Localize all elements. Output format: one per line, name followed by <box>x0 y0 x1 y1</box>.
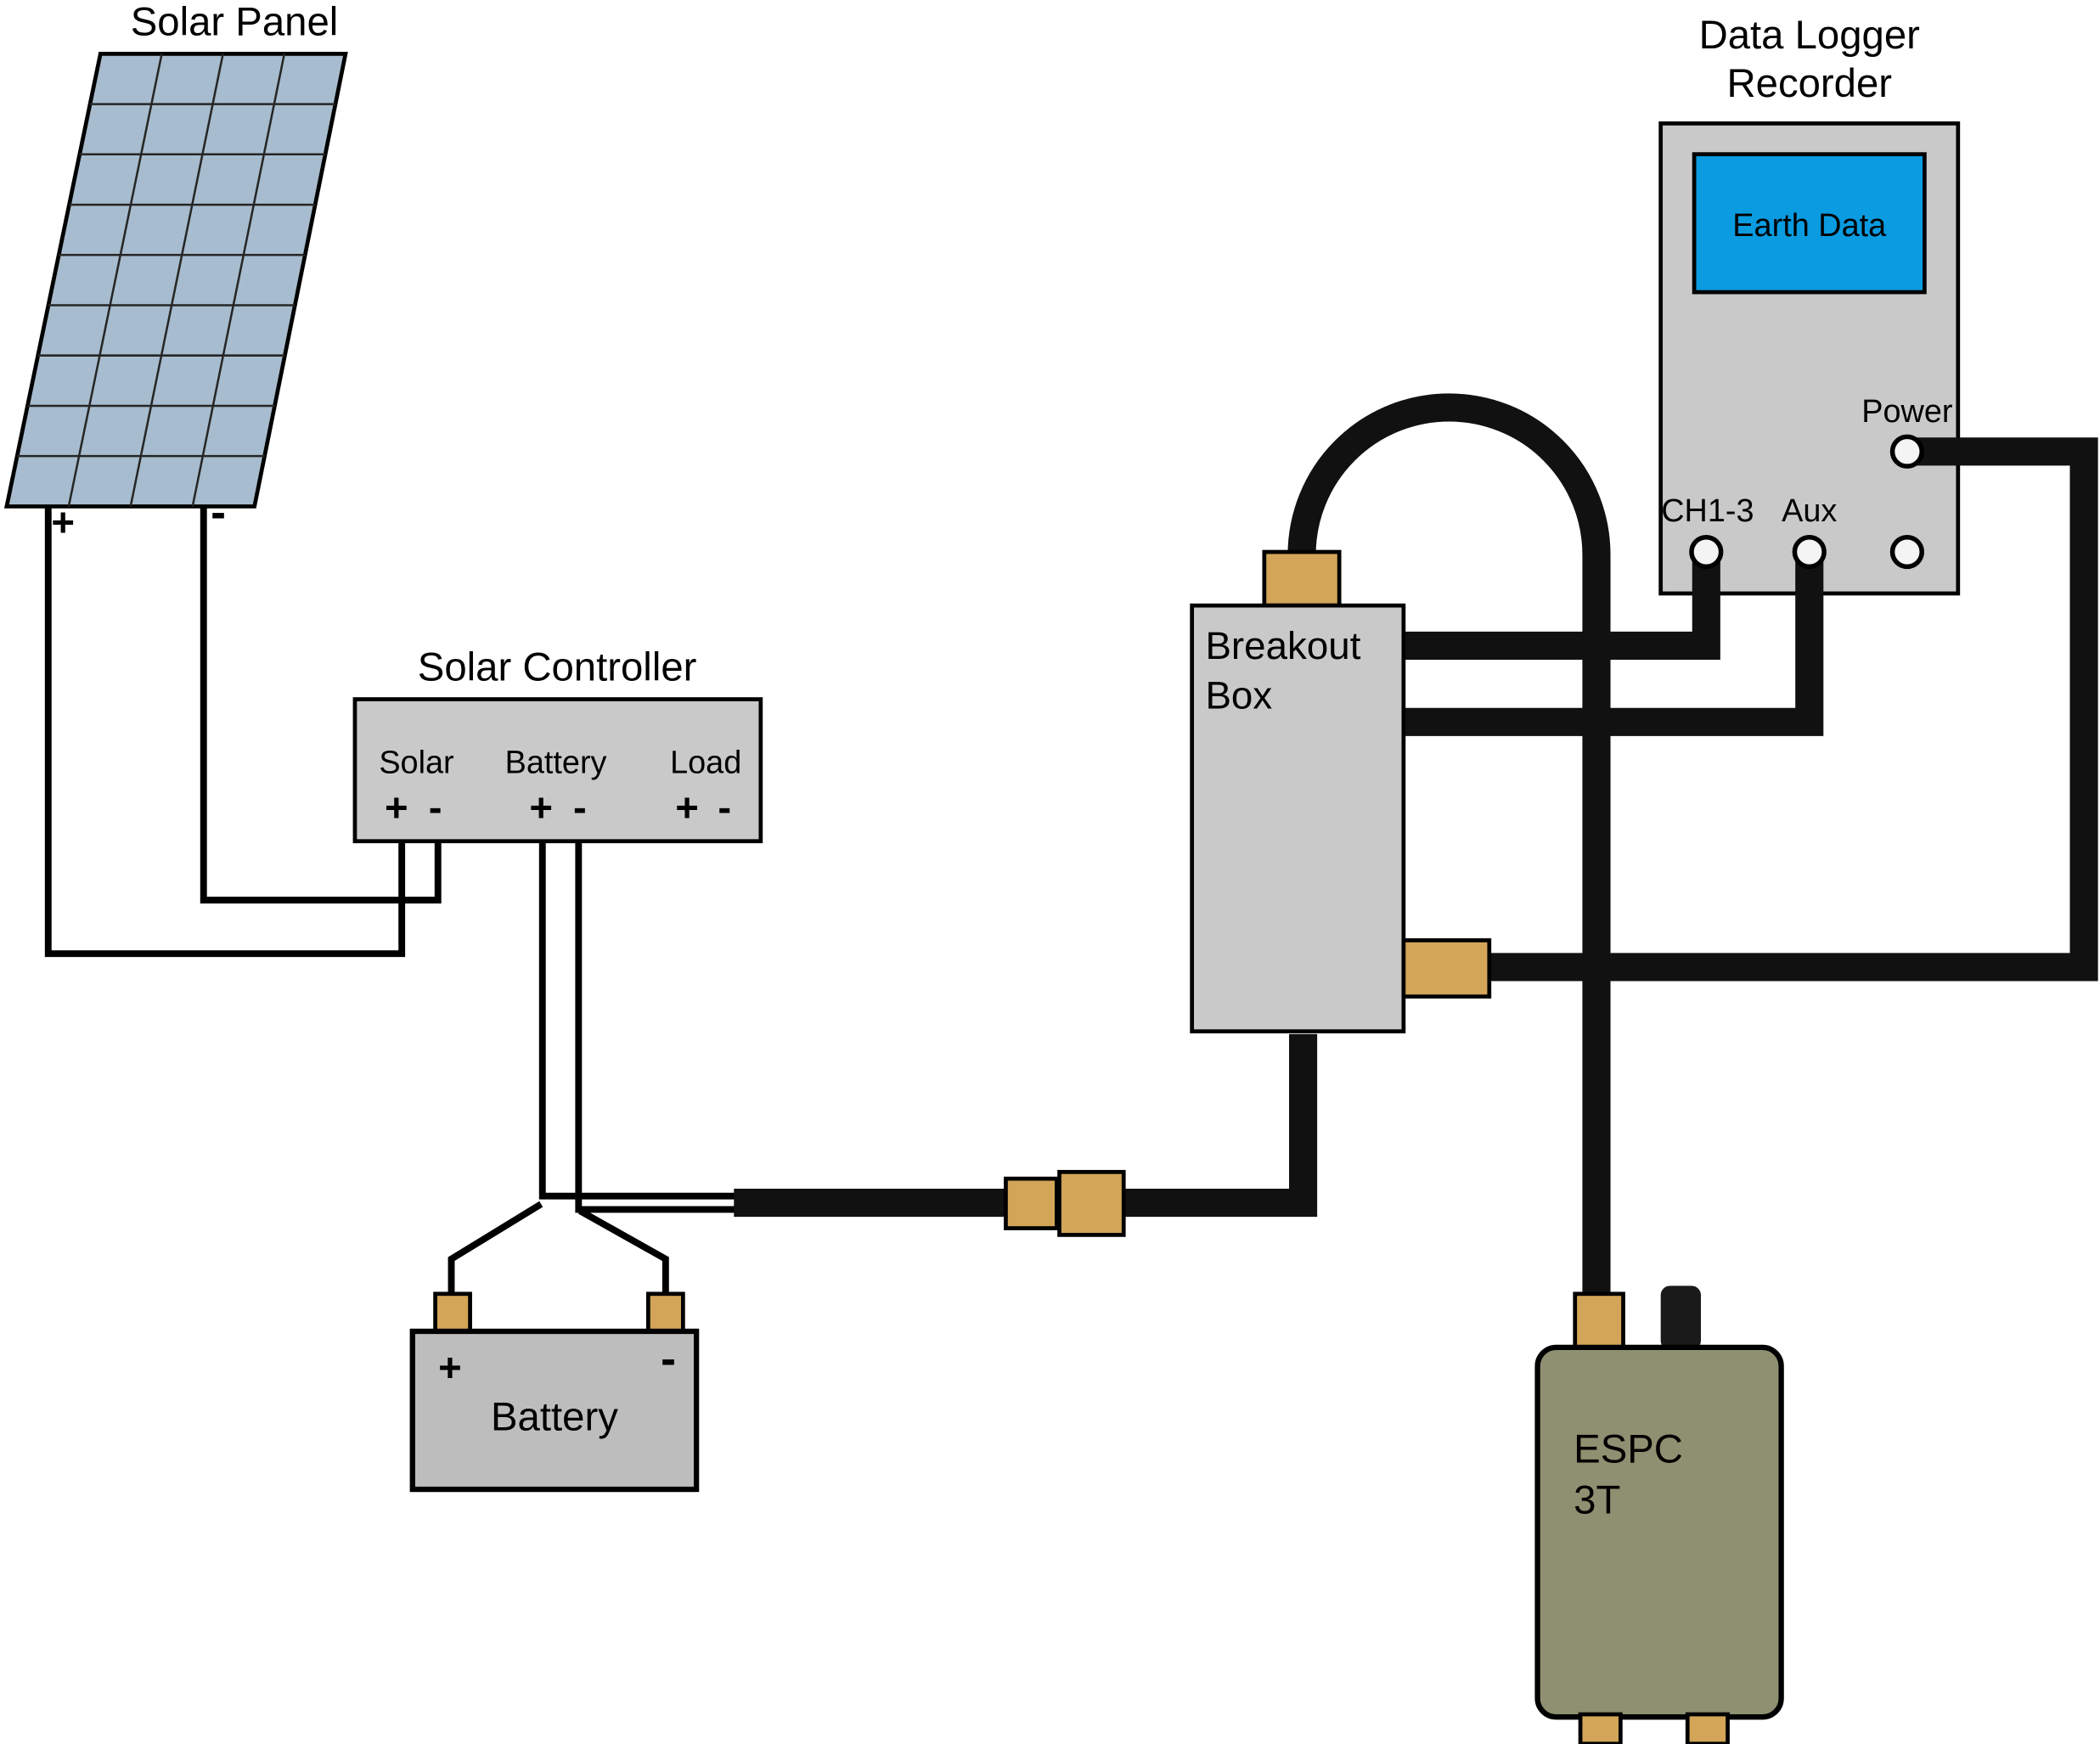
controller-load-plus: + <box>675 785 699 830</box>
controller-battery-label: Battery <box>505 745 607 780</box>
wire-solar-plus <box>44 506 406 958</box>
wire-battery-branch-plus <box>448 1201 543 1297</box>
breakout-title-line1: Breakout <box>1205 624 1360 667</box>
controller-solar-plus: + <box>385 785 408 830</box>
solar-panel-plus-label: + <box>51 500 75 545</box>
solar-controller: Solar Controller Solar Battery Load + - … <box>352 644 763 844</box>
data-logger: Data Logger Recorder Earth Data Power CH… <box>1658 13 1961 596</box>
data-logger-ch-label: CH1-3 <box>1661 493 1754 529</box>
battery: + - Battery <box>409 1291 700 1493</box>
controller-solar-label: Solar <box>379 745 453 780</box>
cable-battery-to-breakout <box>734 1033 1318 1218</box>
controller-load-minus: - <box>718 785 731 830</box>
data-logger-title-line1: Data Logger <box>1699 13 1920 58</box>
breakout-side-connector <box>1401 938 1492 999</box>
battery-terminal-plus <box>433 1291 472 1334</box>
breakout-box-body <box>1190 603 1406 1034</box>
data-logger-screen-label: Earth Data <box>1732 208 1887 244</box>
battery-terminal-minus <box>645 1291 685 1334</box>
breakout-box: Breakout Box <box>1190 549 1492 1034</box>
espc-label-line2: 3T <box>1574 1477 1620 1522</box>
wire-battery-branch-minus <box>577 1207 669 1297</box>
solar-panel: Solar Panel + - <box>3 0 348 545</box>
wire-controller-battery-plus <box>538 841 740 1200</box>
data-logger-title-line2: Recorder <box>1726 61 1892 106</box>
cable-aux-to-breakout <box>1403 549 1824 736</box>
solar-panel-title: Solar Panel <box>131 0 339 44</box>
data-logger-screen <box>1692 152 1927 295</box>
cables <box>734 393 2098 1302</box>
thin-wires <box>44 506 740 1297</box>
espc-body <box>1534 1344 1784 1720</box>
solar-panel-grid <box>17 53 335 507</box>
espc-label-line1: ESPC <box>1574 1427 1683 1472</box>
espc-foot-right <box>1685 1712 1730 1744</box>
solar-panel-minus-label: - <box>211 487 226 538</box>
breakout-title-line2: Box <box>1205 674 1272 717</box>
power-port <box>1889 434 1924 469</box>
wire-controller-battery-minus <box>575 841 740 1213</box>
battery-minus-label: - <box>661 1333 676 1384</box>
controller-solar-minus: - <box>429 785 442 830</box>
cable-connector-large <box>1057 1169 1126 1237</box>
cable-ch13-to-breakout <box>1403 549 1720 661</box>
espc-foot-left <box>1578 1712 1623 1744</box>
data-logger-ports <box>1689 434 1924 570</box>
data-logger-aux-label: Aux <box>1782 493 1837 529</box>
espc-cap <box>1660 1285 1702 1351</box>
controller-title: Solar Controller <box>418 644 697 689</box>
espc-sensor: ESPC 3T <box>1534 1285 1784 1744</box>
controller-battery-minus: - <box>573 785 587 830</box>
breakout-top-connector <box>1262 549 1342 608</box>
espc-top-connector <box>1573 1291 1625 1353</box>
battery-label: Battery <box>491 1395 618 1440</box>
cable-power <box>1489 437 2098 982</box>
inline-connectors <box>1004 1169 1126 1237</box>
controller-battery-plus: + <box>529 785 553 830</box>
cable-breakout-to-espc <box>1287 393 1611 1302</box>
data-logger-power-label: Power <box>1861 394 1952 430</box>
aux-port <box>1792 534 1827 570</box>
spare-port <box>1889 534 1924 570</box>
cable-connector-small <box>1004 1176 1059 1230</box>
ch13-port <box>1689 534 1724 570</box>
controller-load-label: Load <box>670 745 741 780</box>
controller-box <box>352 697 763 844</box>
battery-box <box>409 1328 700 1493</box>
battery-plus-label: + <box>438 1345 462 1390</box>
wire-solar-minus <box>200 506 442 904</box>
